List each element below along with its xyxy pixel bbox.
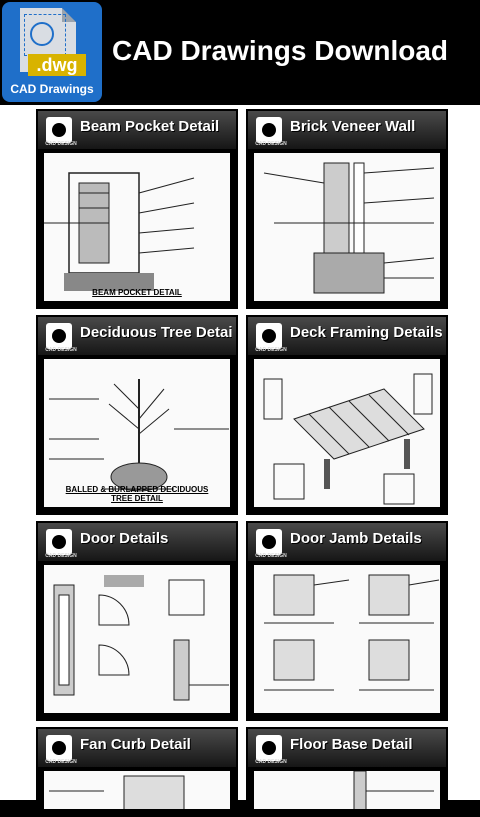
cad-logo-icon [46, 529, 72, 555]
logo-text: CAD DESIGN [255, 759, 287, 765]
card-title: Door Details [80, 530, 169, 547]
card-title: Brick Veneer Wall [290, 118, 416, 135]
cad-logo-icon [256, 735, 282, 761]
card-deck-framing-details[interactable]: CAD DESIGN Deck Framing Details [246, 315, 448, 515]
catalog-grid: CAD DESIGN Beam Pocket Detail BEAM POCKE… [0, 105, 480, 817]
card-title: Door Jamb Details [290, 530, 422, 547]
drawing-preview [254, 771, 440, 809]
card-title: Deck Framing Details [290, 324, 442, 341]
file-extension-badge: .dwg [28, 54, 86, 76]
card-door-details[interactable]: CAD DESIGN Door Details [36, 521, 238, 721]
logo-text: CAD DESIGN [45, 553, 77, 559]
drawing-preview [254, 565, 440, 713]
circle-icon [30, 22, 54, 46]
page-title: CAD Drawings Download [112, 35, 449, 66]
card-title: Floor Base Detail [290, 736, 413, 753]
card-beam-pocket-detail[interactable]: CAD DESIGN Beam Pocket Detail BEAM POCKE… [36, 109, 238, 309]
card-door-jamb-details[interactable]: CAD DESIGN Door Jamb Details [246, 521, 448, 721]
logo-text: CAD DESIGN [45, 141, 77, 147]
drawing-preview [44, 771, 230, 809]
card-title: Beam Pocket Detail [80, 118, 220, 135]
cad-logo-icon [46, 117, 72, 143]
drawing-preview: BEAM POCKET DETAIL [44, 153, 230, 301]
card-fan-curb-detail[interactable]: CAD DESIGN Fan Curb Detail [36, 727, 238, 817]
logo-text: CAD DESIGN [255, 347, 287, 353]
card-brick-veneer-wall[interactable]: CAD DESIGN Brick Veneer Wall [246, 109, 448, 309]
card-title: Deciduous Tree Detail [80, 324, 232, 341]
cad-logo-icon [256, 323, 282, 349]
logo-text: CAD DESIGN [255, 141, 287, 147]
card-floor-base-detail[interactable]: CAD DESIGN Floor Base Detail [246, 727, 448, 817]
cad-logo-icon [46, 735, 72, 761]
card-deciduous-tree-detail[interactable]: CAD DESIGN Deciduous Tree Detail BALLED … [36, 315, 238, 515]
logo-text: CAD DESIGN [255, 553, 287, 559]
drawing-caption: BALLED & BURLAPPED DECIDUOUS TREE DETAIL [65, 485, 209, 503]
card-header: CAD DESIGN Brick Veneer Wall [248, 111, 446, 149]
logo-text: CAD DESIGN [45, 347, 77, 353]
cad-logo-icon [256, 117, 282, 143]
drawing-preview [254, 153, 440, 301]
drawing-caption: BEAM POCKET DETAIL [92, 288, 182, 297]
drawing-preview: BALLED & BURLAPPED DECIDUOUS TREE DETAIL [44, 359, 230, 507]
card-header: CAD DESIGN Floor Base Detail [248, 729, 446, 767]
cad-logo-icon [256, 529, 282, 555]
card-header: CAD DESIGN Fan Curb Detail [38, 729, 236, 767]
card-header: CAD DESIGN Deciduous Tree Detail [38, 317, 236, 355]
card-title: Fan Curb Detail [80, 736, 191, 753]
cad-logo-icon [46, 323, 72, 349]
logo-text: CAD DESIGN [45, 759, 77, 765]
card-header: CAD DESIGN Deck Framing Details [248, 317, 446, 355]
card-header: CAD DESIGN Door Details [38, 523, 236, 561]
app-header: .dwg CAD Drawings CAD Drawings Download [0, 0, 480, 105]
app-icon-label: CAD Drawings [10, 82, 94, 96]
card-header: CAD DESIGN Beam Pocket Detail [38, 111, 236, 149]
card-header: CAD DESIGN Door Jamb Details [248, 523, 446, 561]
app-logo: .dwg CAD Drawings [2, 2, 102, 102]
drawing-preview [254, 359, 440, 507]
drawing-preview [44, 565, 230, 713]
